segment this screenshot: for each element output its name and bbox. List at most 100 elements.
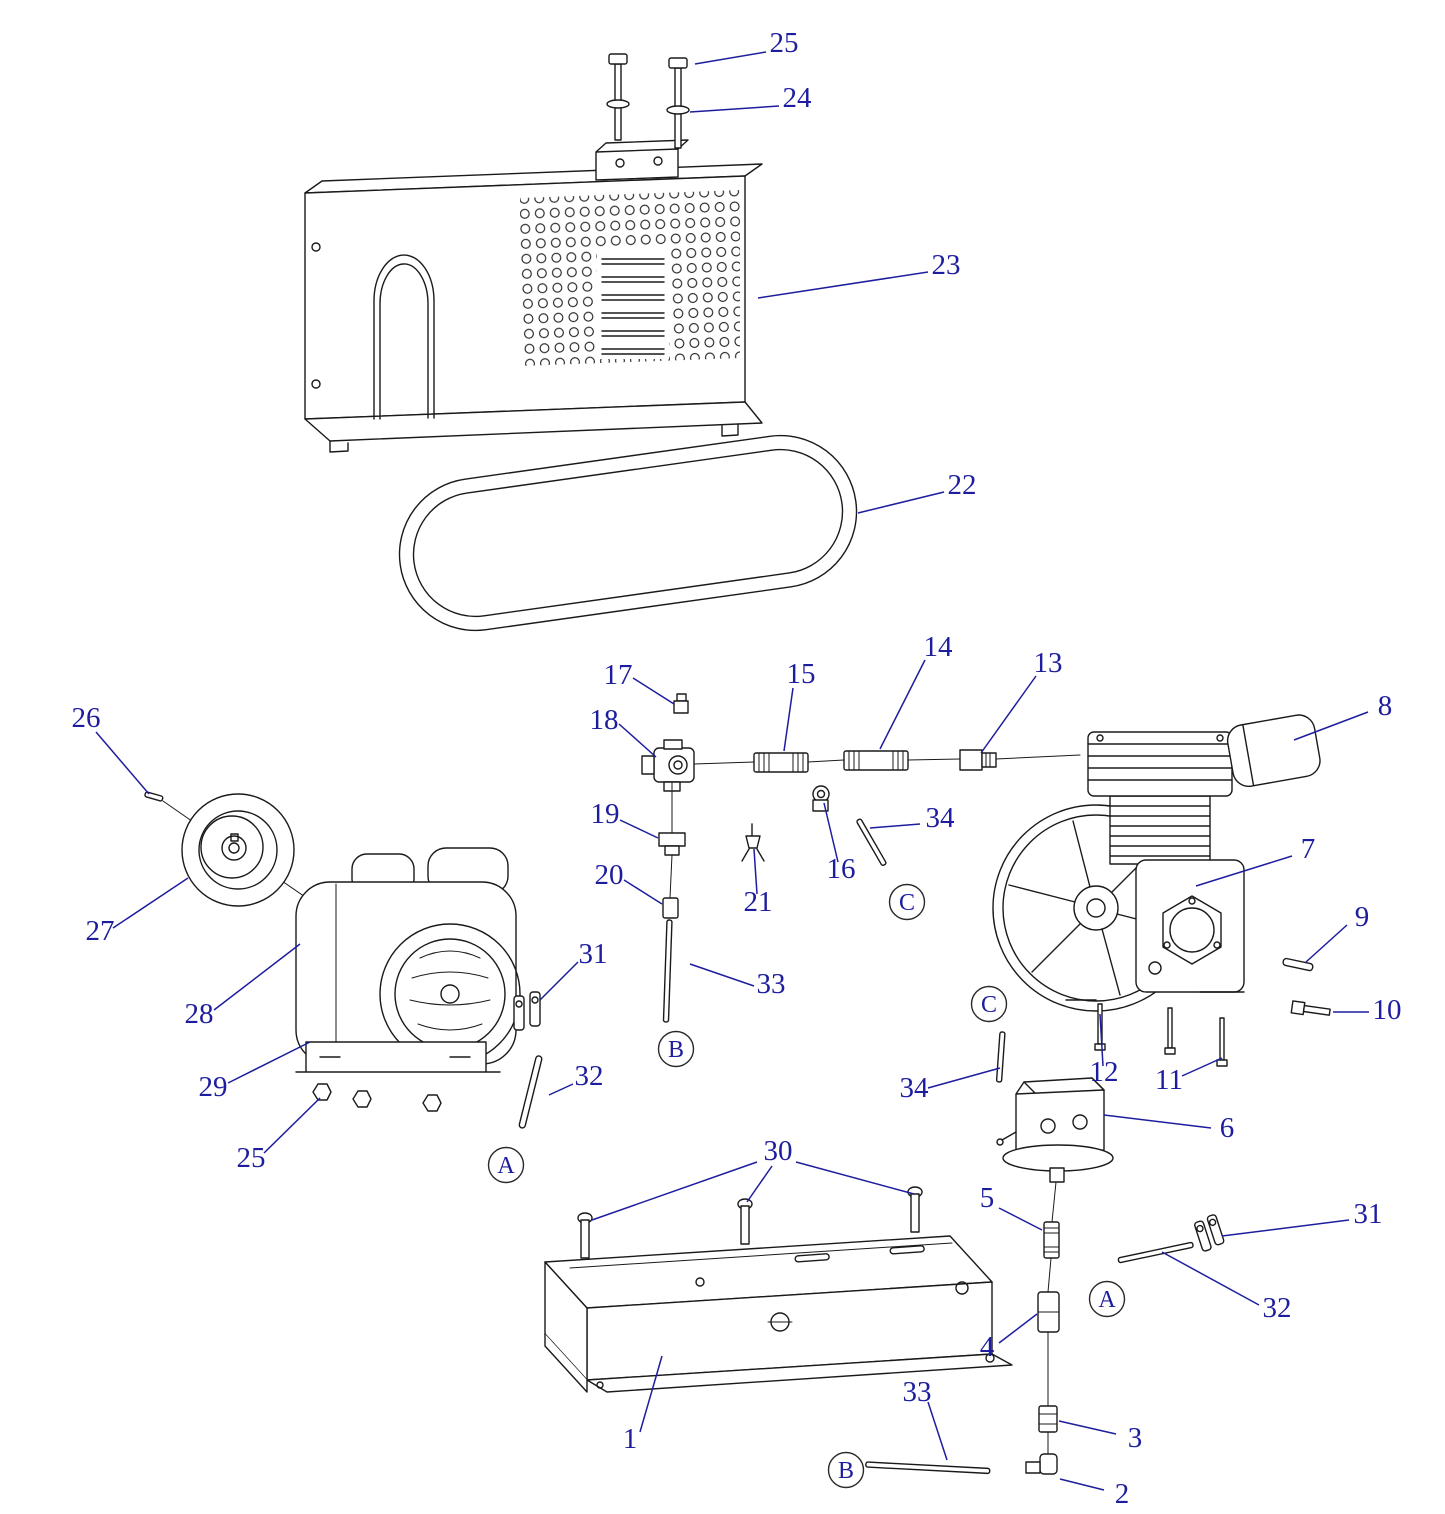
switch-body	[1015, 1077, 1105, 1155]
balloon-A-right-circle	[1088, 1280, 1126, 1318]
leader-29	[227, 1041, 311, 1084]
callout-27: 27	[86, 915, 115, 947]
copper-tube-c	[856, 818, 887, 867]
callout-12: 12	[1090, 1056, 1119, 1088]
bushing-threads	[985, 752, 991, 768]
clamp-hole	[515, 1000, 523, 1008]
drop-axis	[669, 781, 673, 899]
clamp-ear	[1206, 1214, 1225, 1246]
leader-12	[1099, 1013, 1104, 1067]
callout-26: 26	[72, 702, 101, 734]
plate-bolt	[1163, 941, 1171, 949]
lock-washer	[666, 105, 690, 115]
motor-mount-nut	[422, 1094, 442, 1112]
pulley-web	[200, 815, 264, 879]
base-hole	[695, 1277, 705, 1287]
callout-33-bottom: 33	[903, 1376, 932, 1408]
leader-19	[619, 819, 659, 839]
callout-34-mid: 34	[926, 802, 956, 834]
drain-pipe-chain	[865, 1181, 1060, 1475]
v-belt	[398, 434, 858, 632]
copper-tube-33b	[865, 1461, 991, 1475]
clamp-hole	[531, 996, 539, 1004]
cross-fitting-top-port	[663, 739, 683, 750]
hex-bolt	[1290, 1000, 1331, 1016]
leader-9	[1305, 924, 1348, 963]
bolt-head	[668, 57, 688, 69]
callout-9: 9	[1355, 901, 1370, 933]
callout-24: 24	[783, 82, 813, 114]
leader-26	[95, 731, 150, 795]
leader-32-right	[1161, 1251, 1260, 1306]
compressor-pump	[992, 714, 1331, 1067]
callout-13: 13	[1034, 647, 1063, 679]
callout-10: 10	[1373, 994, 1402, 1026]
mount-hole	[311, 242, 321, 252]
clamp-ear	[1194, 1220, 1212, 1252]
belt-guard-bottom-flange	[304, 401, 763, 442]
callout-25-top: 25	[770, 27, 799, 59]
hex-bolt-head	[1290, 1000, 1306, 1016]
leader-25-left	[263, 1097, 321, 1154]
leader-6	[1103, 1114, 1212, 1129]
callout-30: 30	[764, 1135, 793, 1167]
callout-33-mid: 33	[757, 968, 786, 1000]
base-foot-hole	[985, 1353, 995, 1363]
base-top-edge	[569, 1242, 953, 1269]
nipple-threads	[1043, 1227, 1060, 1253]
pipe-axis	[1047, 1181, 1057, 1455]
leader-2	[1059, 1478, 1105, 1491]
pulley-hub	[221, 835, 247, 861]
switch-base-flange	[1002, 1144, 1114, 1172]
pipe-nipple-short	[753, 752, 809, 773]
balloon-A-left-label: A	[497, 1153, 515, 1179]
callout-17: 17	[604, 659, 633, 691]
base-foot-hole	[596, 1381, 604, 1389]
leader-33-bottom	[927, 1401, 948, 1461]
callout-25-left: 25	[237, 1142, 266, 1174]
leader-18	[618, 723, 657, 758]
callout-14: 14	[924, 631, 954, 663]
motor-fan-grille	[409, 950, 491, 1031]
bolt-head	[608, 53, 628, 65]
balloon-C-right-label: C	[981, 992, 997, 1018]
callout-4: 4	[980, 1331, 995, 1363]
elbow-fitting-body	[812, 799, 829, 812]
flywheel-bore	[1086, 898, 1106, 918]
pipe-manifold	[641, 693, 1081, 1023]
leader-30-a	[591, 1161, 758, 1221]
callout-5: 5	[980, 1182, 995, 1214]
callout-31-left: 31	[579, 938, 608, 970]
leader-31-left	[539, 961, 579, 1001]
leader-24	[689, 105, 780, 113]
hex-bushing	[658, 832, 686, 847]
base-hole	[955, 1281, 969, 1295]
pipe-nipple-long	[843, 750, 909, 771]
balloon-C-mid-circle	[888, 883, 926, 921]
shaft-key	[144, 791, 164, 802]
oil-plug	[1148, 961, 1162, 975]
callout-19: 19	[591, 798, 620, 830]
belt-guard-louvers	[601, 258, 665, 355]
leader-32-left	[548, 1083, 574, 1096]
motor-base	[295, 1041, 501, 1073]
nipple-threads	[758, 752, 804, 773]
lock-washer	[606, 99, 630, 109]
leader-3	[1058, 1420, 1117, 1435]
pipe-nipple-5	[1043, 1221, 1060, 1259]
leader-30-c	[795, 1161, 915, 1195]
belt-guard-louver-panel	[597, 247, 669, 359]
drain-valve-body	[745, 835, 761, 849]
balloon-B-bottom-label: B	[838, 1458, 854, 1484]
pipe-plug	[673, 700, 689, 714]
leader-lines	[95, 51, 1369, 1491]
callout-34-right: 34	[900, 1072, 930, 1104]
cross-fitting-face	[668, 755, 688, 775]
bracket-hole	[653, 156, 663, 166]
air-filter	[1226, 714, 1321, 788]
cross-fitting-bore	[673, 760, 683, 770]
leader-30-b	[746, 1165, 773, 1203]
belt-guard-feet	[329, 423, 739, 453]
callout-labels: 25 24 23 22 14 13 17 15 8 18 26 19 34 16…	[72, 27, 1402, 1510]
motor-mount-nut	[312, 1083, 332, 1101]
